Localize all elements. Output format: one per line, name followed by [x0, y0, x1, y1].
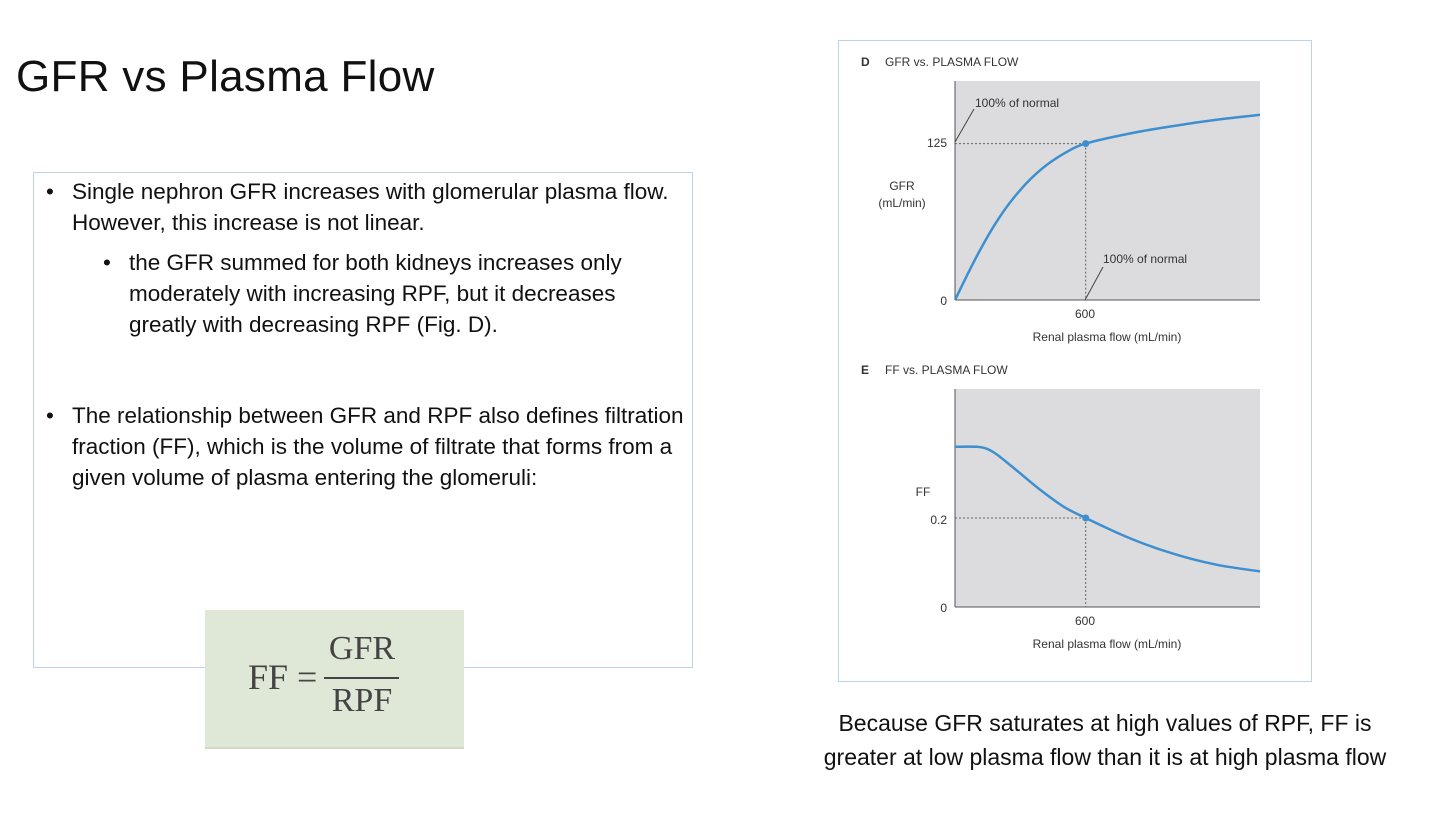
- panel-e-highlight-point: [1082, 514, 1090, 522]
- bullet-dot: •: [103, 250, 111, 275]
- panel-e: E FF vs. PLASMA FLOW FF 0.2 0 600 Renal …: [861, 363, 1261, 651]
- panel-e-xtick-600: 600: [1075, 614, 1095, 628]
- panel-d-annotation-top-pointer: [954, 108, 975, 143]
- formula-denominator: RPF: [331, 682, 393, 719]
- panel-e-title: FF vs. PLASMA FLOW: [885, 363, 1008, 377]
- slide-title: GFR vs Plasma Flow: [16, 52, 435, 101]
- panel-e-ytick-0: 0: [940, 601, 947, 615]
- bullet-2-text: The relationship between GFR and RPF als…: [72, 403, 684, 490]
- panel-e-ylabel: FF: [916, 485, 931, 499]
- figure-panel: D GFR vs. PLASMA FLOW 100% of normal 100…: [838, 40, 1312, 682]
- panel-d-annotation-bottom-pointer: [1084, 266, 1104, 301]
- formula-numerator: GFR: [328, 630, 396, 667]
- bullet-1-sub: • the GFR summed for both kidneys increa…: [103, 247, 689, 340]
- panel-e-ff-curve: [954, 445, 1261, 573]
- panel-d-ylabel-line2: (mL/min): [878, 196, 925, 210]
- panel-d-xlabel: Renal plasma flow (mL/min): [1033, 330, 1182, 344]
- formula-lhs: FF =: [248, 657, 318, 697]
- panel-d-ytick-0: 0: [940, 294, 947, 308]
- panel-d-plot-area: [955, 81, 1260, 300]
- ff-formula: FF = GFR RPF: [205, 610, 464, 749]
- panel-d-title: GFR vs. PLASMA FLOW: [885, 55, 1019, 69]
- bullet-1-sub-text: the GFR summed for both kidneys increase…: [129, 250, 622, 337]
- panel-d-gfr-curve: [953, 113, 1261, 301]
- figure-caption: Because GFR saturates at high values of …: [823, 710, 1387, 770]
- panel-d-xtick-600: 600: [1075, 307, 1095, 321]
- panel-d-annotation-top: 100% of normal: [975, 96, 1059, 110]
- bullet-dot: •: [46, 403, 54, 428]
- panel-d-annotation-bottom: 100% of normal: [1103, 252, 1187, 266]
- panel-d: D GFR vs. PLASMA FLOW 100% of normal 100…: [861, 55, 1261, 344]
- bullet-2: • The relationship between GFR and RPF a…: [46, 400, 687, 493]
- figure-svg: D GFR vs. PLASMA FLOW 100% of normal 100…: [861, 55, 1261, 651]
- panel-d-ylabel-line1: GFR: [889, 179, 915, 193]
- panel-e-xlabel: Renal plasma flow (mL/min): [1033, 637, 1182, 651]
- formula-fraction-bar: [324, 677, 399, 679]
- bullet-dot: •: [46, 179, 54, 204]
- panel-e-letter: E: [861, 363, 869, 377]
- bullet-1-text: Single nephron GFR increases with glomer…: [72, 179, 669, 235]
- panel-d-ytick-125: 125: [927, 136, 947, 150]
- panel-e-plot-area: [955, 389, 1260, 607]
- panel-d-letter: D: [861, 55, 870, 69]
- panel-e-ytick-02: 0.2: [930, 513, 947, 527]
- panel-d-highlight-point: [1082, 140, 1090, 148]
- bullet-1: • Single nephron GFR increases with glom…: [46, 176, 672, 238]
